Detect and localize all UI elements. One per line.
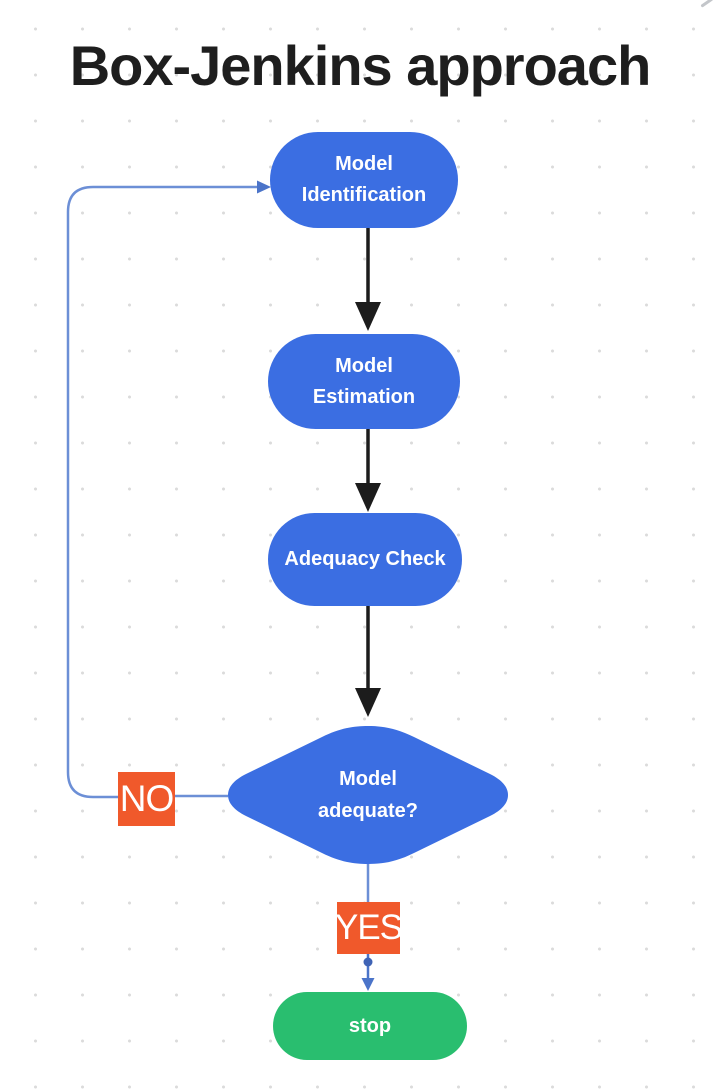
connector-dot — [363, 957, 373, 967]
node-label: Adequacy Check — [284, 548, 446, 570]
arrowhead-down-icon — [355, 483, 381, 512]
arrowhead-right-icon — [257, 180, 271, 194]
node-model-estimation: Model Estimation — [268, 334, 460, 429]
arrowhead-down-icon — [355, 688, 381, 717]
edge-yes — [361, 862, 375, 991]
node-label: stop — [348, 1014, 392, 1037]
node-label: Model Identification — [301, 153, 427, 206]
edge-label-yes: YES — [335, 902, 403, 954]
node-stop: stop — [273, 992, 467, 1060]
node-adequacy-check: Adequacy Check — [268, 513, 462, 606]
edge-estimation-to-adequacy — [355, 428, 381, 512]
page-title: Box-Jenkins approach — [69, 34, 652, 97]
decision-diamond-shape — [228, 726, 508, 864]
edge-adequacy-to-diamond — [355, 606, 381, 717]
arrowhead-down-icon — [355, 302, 381, 331]
edge-label-no: NO — [118, 772, 175, 826]
arrowhead-down-icon — [361, 978, 375, 991]
node-model-adequate-label: Model adequate? — [317, 768, 419, 822]
edge-no-loop — [66, 180, 271, 799]
node-model-identification: Model Identification — [270, 132, 458, 228]
edge-identification-to-estimation — [355, 228, 381, 331]
node-label: Model Estimation — [312, 354, 416, 408]
